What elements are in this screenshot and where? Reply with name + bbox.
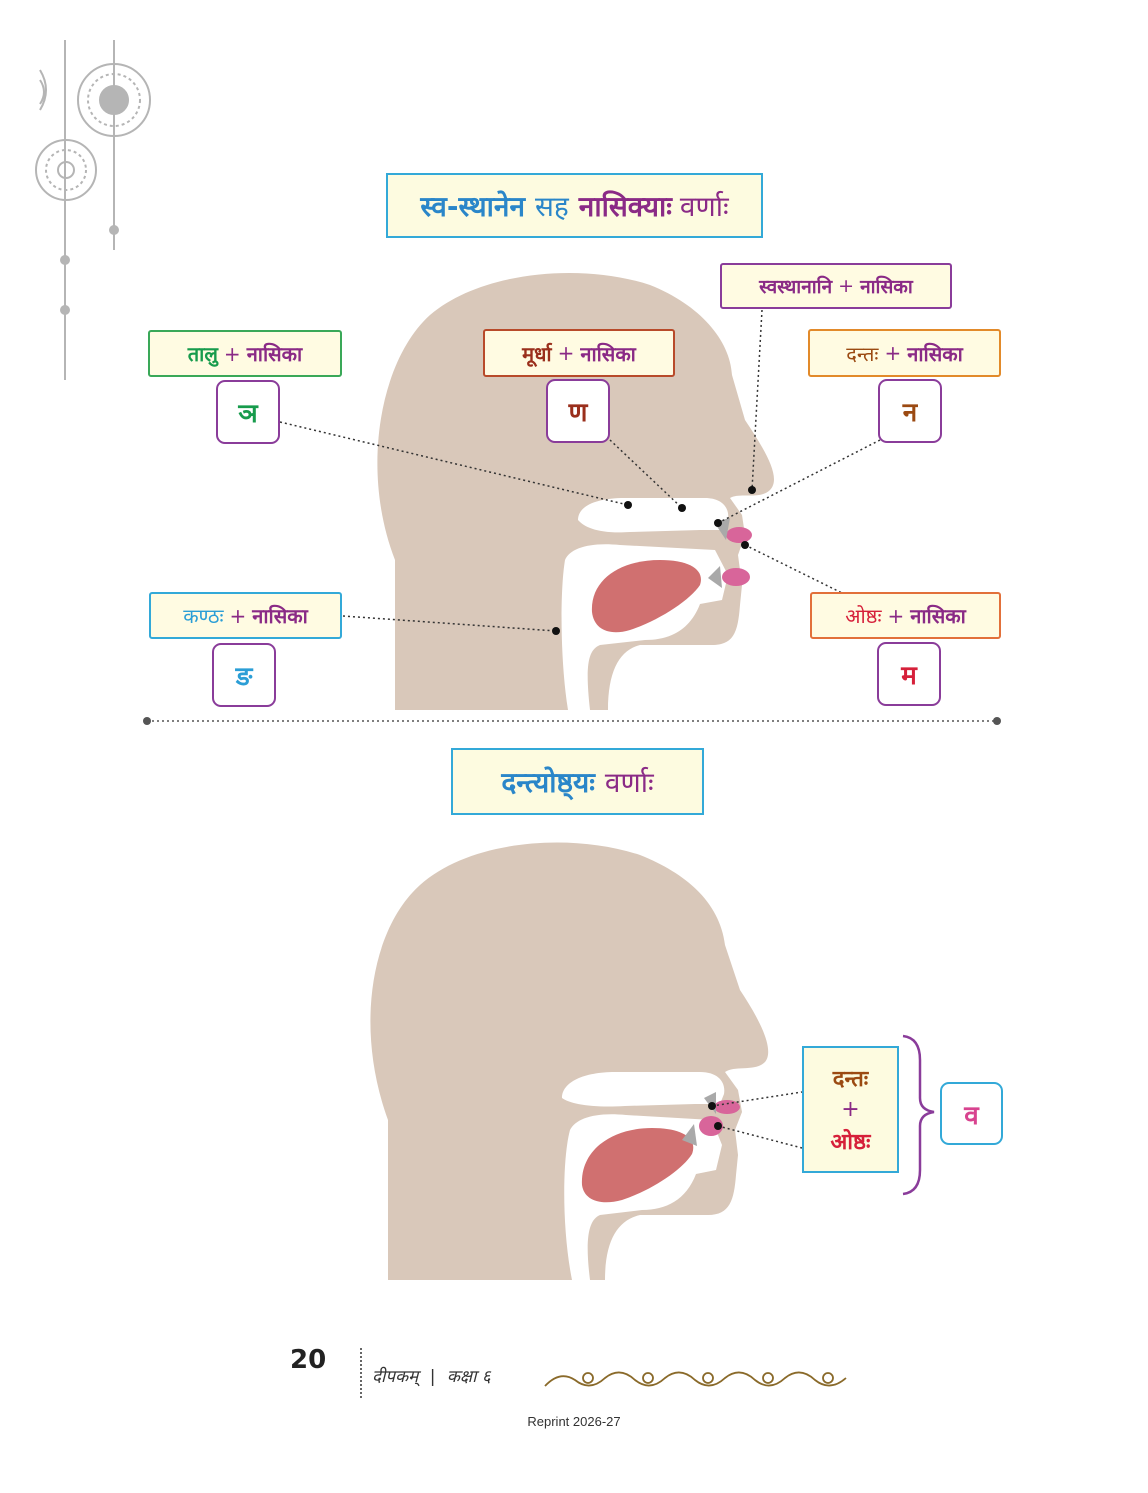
label-place: कण्ठः xyxy=(183,604,224,628)
box-plus: + xyxy=(841,1097,860,1122)
letter-box-nna: ण xyxy=(546,379,610,443)
leader-lines-nasal xyxy=(279,309,881,632)
label-place: मूर्धा xyxy=(522,341,552,366)
letter-box-nya: ञ xyxy=(216,380,280,444)
title-part-c: नासिक्याः xyxy=(578,189,672,223)
plus-sign: + xyxy=(223,341,241,366)
box-line-danta: दन्तः xyxy=(832,1067,869,1092)
decorative-ornament xyxy=(35,40,151,380)
leader-dots-labiodental xyxy=(708,1102,722,1130)
plus-sign: + xyxy=(887,603,905,628)
footer-book-info: दीपकम् | कक्षा ६ xyxy=(372,1364,491,1387)
title-part-a: स्व-स्थानेन xyxy=(420,189,525,223)
footer-ornament xyxy=(544,1371,847,1387)
label-nasika: नासिका xyxy=(252,604,308,628)
label-nasika: नासिका xyxy=(580,341,636,366)
label-nasika: नासिका xyxy=(907,341,963,366)
plus-sign: + xyxy=(884,341,902,365)
book-title: दीपकम् xyxy=(372,1367,419,1387)
section1-title-banner: स्व-स्थानेन सह नासिक्याः वर्णाः xyxy=(386,173,763,238)
plus-sign: + xyxy=(557,341,575,365)
box-line-oshtha: ओष्ठः xyxy=(830,1130,871,1155)
title-part-b: सह xyxy=(535,189,569,223)
footer-separator: | xyxy=(429,1367,436,1387)
letter-box-va: व xyxy=(940,1082,1003,1145)
plus-sign: + xyxy=(229,603,247,628)
leader-lines-labiodental xyxy=(711,1091,803,1149)
label-kantha-nasika: कण्ठः + नासिका xyxy=(149,592,342,639)
label-talu-nasika: तालु + नासिका xyxy=(148,330,342,377)
letter-box-nga: ङ xyxy=(212,643,276,707)
label-nasika: नासिका xyxy=(246,342,303,366)
head-diagram-nasal xyxy=(377,272,774,710)
label-nasika: नासिका xyxy=(860,276,913,298)
head-diagram-labiodental xyxy=(370,842,769,1280)
reprint-note: Reprint 2026-27 xyxy=(527,1414,621,1429)
title-part-d: वर्णाः xyxy=(679,189,729,223)
page-number: 20 xyxy=(290,1345,327,1375)
label-oshtha-nasika: ओष्ठः + नासिका xyxy=(810,592,1001,639)
label-nasika: नासिका xyxy=(910,604,966,628)
section2-title-banner: दन्त्योष्ठ्यः वर्णाः xyxy=(451,748,704,815)
leader-dots-nasal xyxy=(552,486,756,635)
label-place: स्वस्थानानि xyxy=(759,276,833,298)
label-place: दन्तः xyxy=(846,341,879,366)
title-part-a: दन्त्योष्ठ्यः xyxy=(501,765,595,799)
label-svasthanani-nasika: स्वस्थानानि + नासिका xyxy=(720,263,952,309)
label-murdha-nasika: मूर्धा + नासिका xyxy=(483,329,675,377)
label-place: तालु xyxy=(187,342,218,366)
plus-sign: + xyxy=(838,275,855,297)
class-label: कक्षा ६ xyxy=(446,1367,491,1387)
title-part-b: वर्णाः xyxy=(604,765,654,799)
letter-box-na: न xyxy=(878,379,942,443)
curly-brace xyxy=(902,1034,935,1196)
label-danta-nasika: दन्तः + नासिका xyxy=(808,329,1001,377)
danta-oshtha-box: दन्तः + ओष्ठः xyxy=(802,1046,899,1173)
letter-box-ma: म xyxy=(877,642,941,706)
section-divider xyxy=(143,717,1001,725)
label-place: ओष्ठः xyxy=(845,604,882,628)
